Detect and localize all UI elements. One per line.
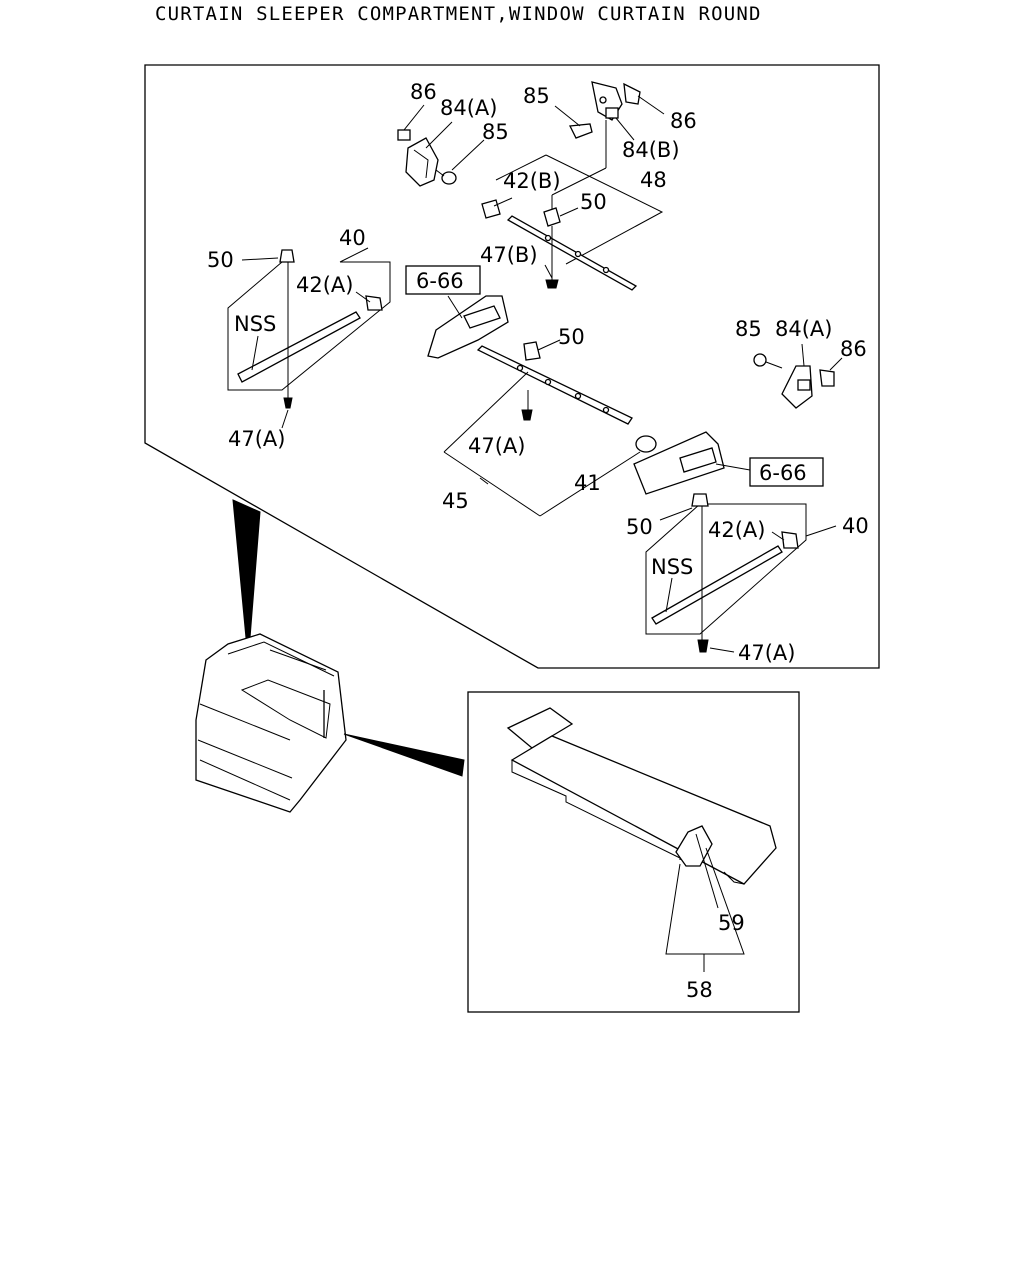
callout-84b: 84(B) (622, 138, 680, 162)
callout-85: 85 (523, 84, 550, 108)
callout-58: 58 (686, 978, 713, 1002)
callout-86: 86 (840, 337, 867, 361)
callout-47a: 47(A) (468, 434, 525, 458)
callout-86: 86 (670, 109, 697, 133)
nss-label: NSS (234, 312, 276, 336)
callout-48: 48 (640, 168, 667, 192)
callout-42a: 42(A) (708, 518, 765, 542)
bracket-84a-top-left (397, 129, 457, 187)
bracket-84b-top-center (568, 81, 641, 139)
bracket-84a-right (753, 353, 835, 409)
ref-page-label: 6-66 (416, 269, 464, 293)
callout-42b: 42(B) (503, 169, 561, 193)
curtain-panel (506, 707, 777, 885)
callout-47a: 47(A) (228, 427, 285, 451)
callout-50: 50 (626, 515, 653, 539)
main-frame (144, 64, 880, 669)
callout-86: 86 (410, 80, 437, 104)
callout-50: 50 (207, 248, 234, 272)
nss-label: NSS (651, 555, 693, 579)
rod-40-left (237, 249, 383, 409)
callout-40: 40 (842, 514, 869, 538)
callout-42a: 42(A) (296, 273, 353, 297)
callout-50: 50 (580, 190, 607, 214)
callout-84a: 84(A) (775, 317, 832, 341)
callout-47a: 47(A) (738, 641, 795, 665)
callout-45: 45 (442, 489, 469, 513)
callout-47b: 47(B) (480, 243, 538, 267)
ref-box-right (749, 457, 824, 487)
callout-59: 59 (718, 911, 745, 935)
truck-cab-illustration (195, 499, 465, 813)
inset-frame (467, 691, 800, 1013)
cover-right (633, 431, 725, 495)
cover-center (427, 295, 509, 359)
callout-85: 85 (735, 317, 762, 341)
diagram-title: CURTAIN SLEEPER COMPARTMENT,WINDOW CURTA… (155, 3, 762, 25)
callout-84a: 84(A) (440, 96, 497, 120)
callout-50: 50 (558, 325, 585, 349)
ref-box-center (405, 265, 481, 295)
callout-40: 40 (339, 226, 366, 250)
rail-48 (481, 199, 638, 291)
callout-85: 85 (482, 120, 509, 144)
callout-41: 41 (574, 471, 601, 495)
ref-page-label: 6-66 (759, 461, 807, 485)
rod-40-right (651, 493, 799, 653)
rail-45-center (476, 341, 657, 453)
